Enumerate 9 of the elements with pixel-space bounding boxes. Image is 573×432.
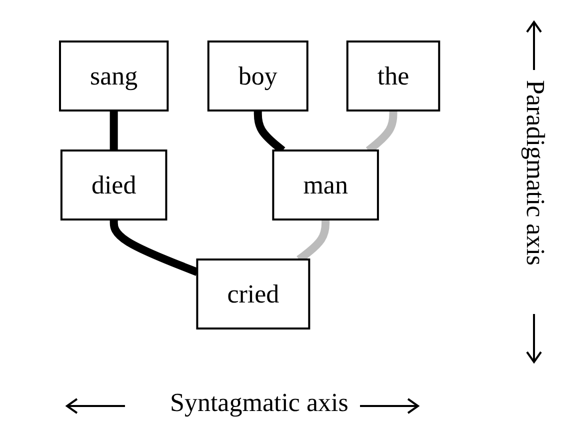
node-box: cried: [196, 258, 311, 330]
node-box: the: [346, 40, 441, 112]
node-box: sang: [59, 40, 170, 112]
node-box: died: [60, 150, 168, 220]
node-box: boy: [208, 40, 309, 112]
axis-label: Paradigmatic axis: [520, 80, 550, 266]
node-box: man: [272, 150, 380, 220]
axis-label: Syntagmatic axis: [170, 388, 348, 418]
connector: [110, 110, 118, 152]
